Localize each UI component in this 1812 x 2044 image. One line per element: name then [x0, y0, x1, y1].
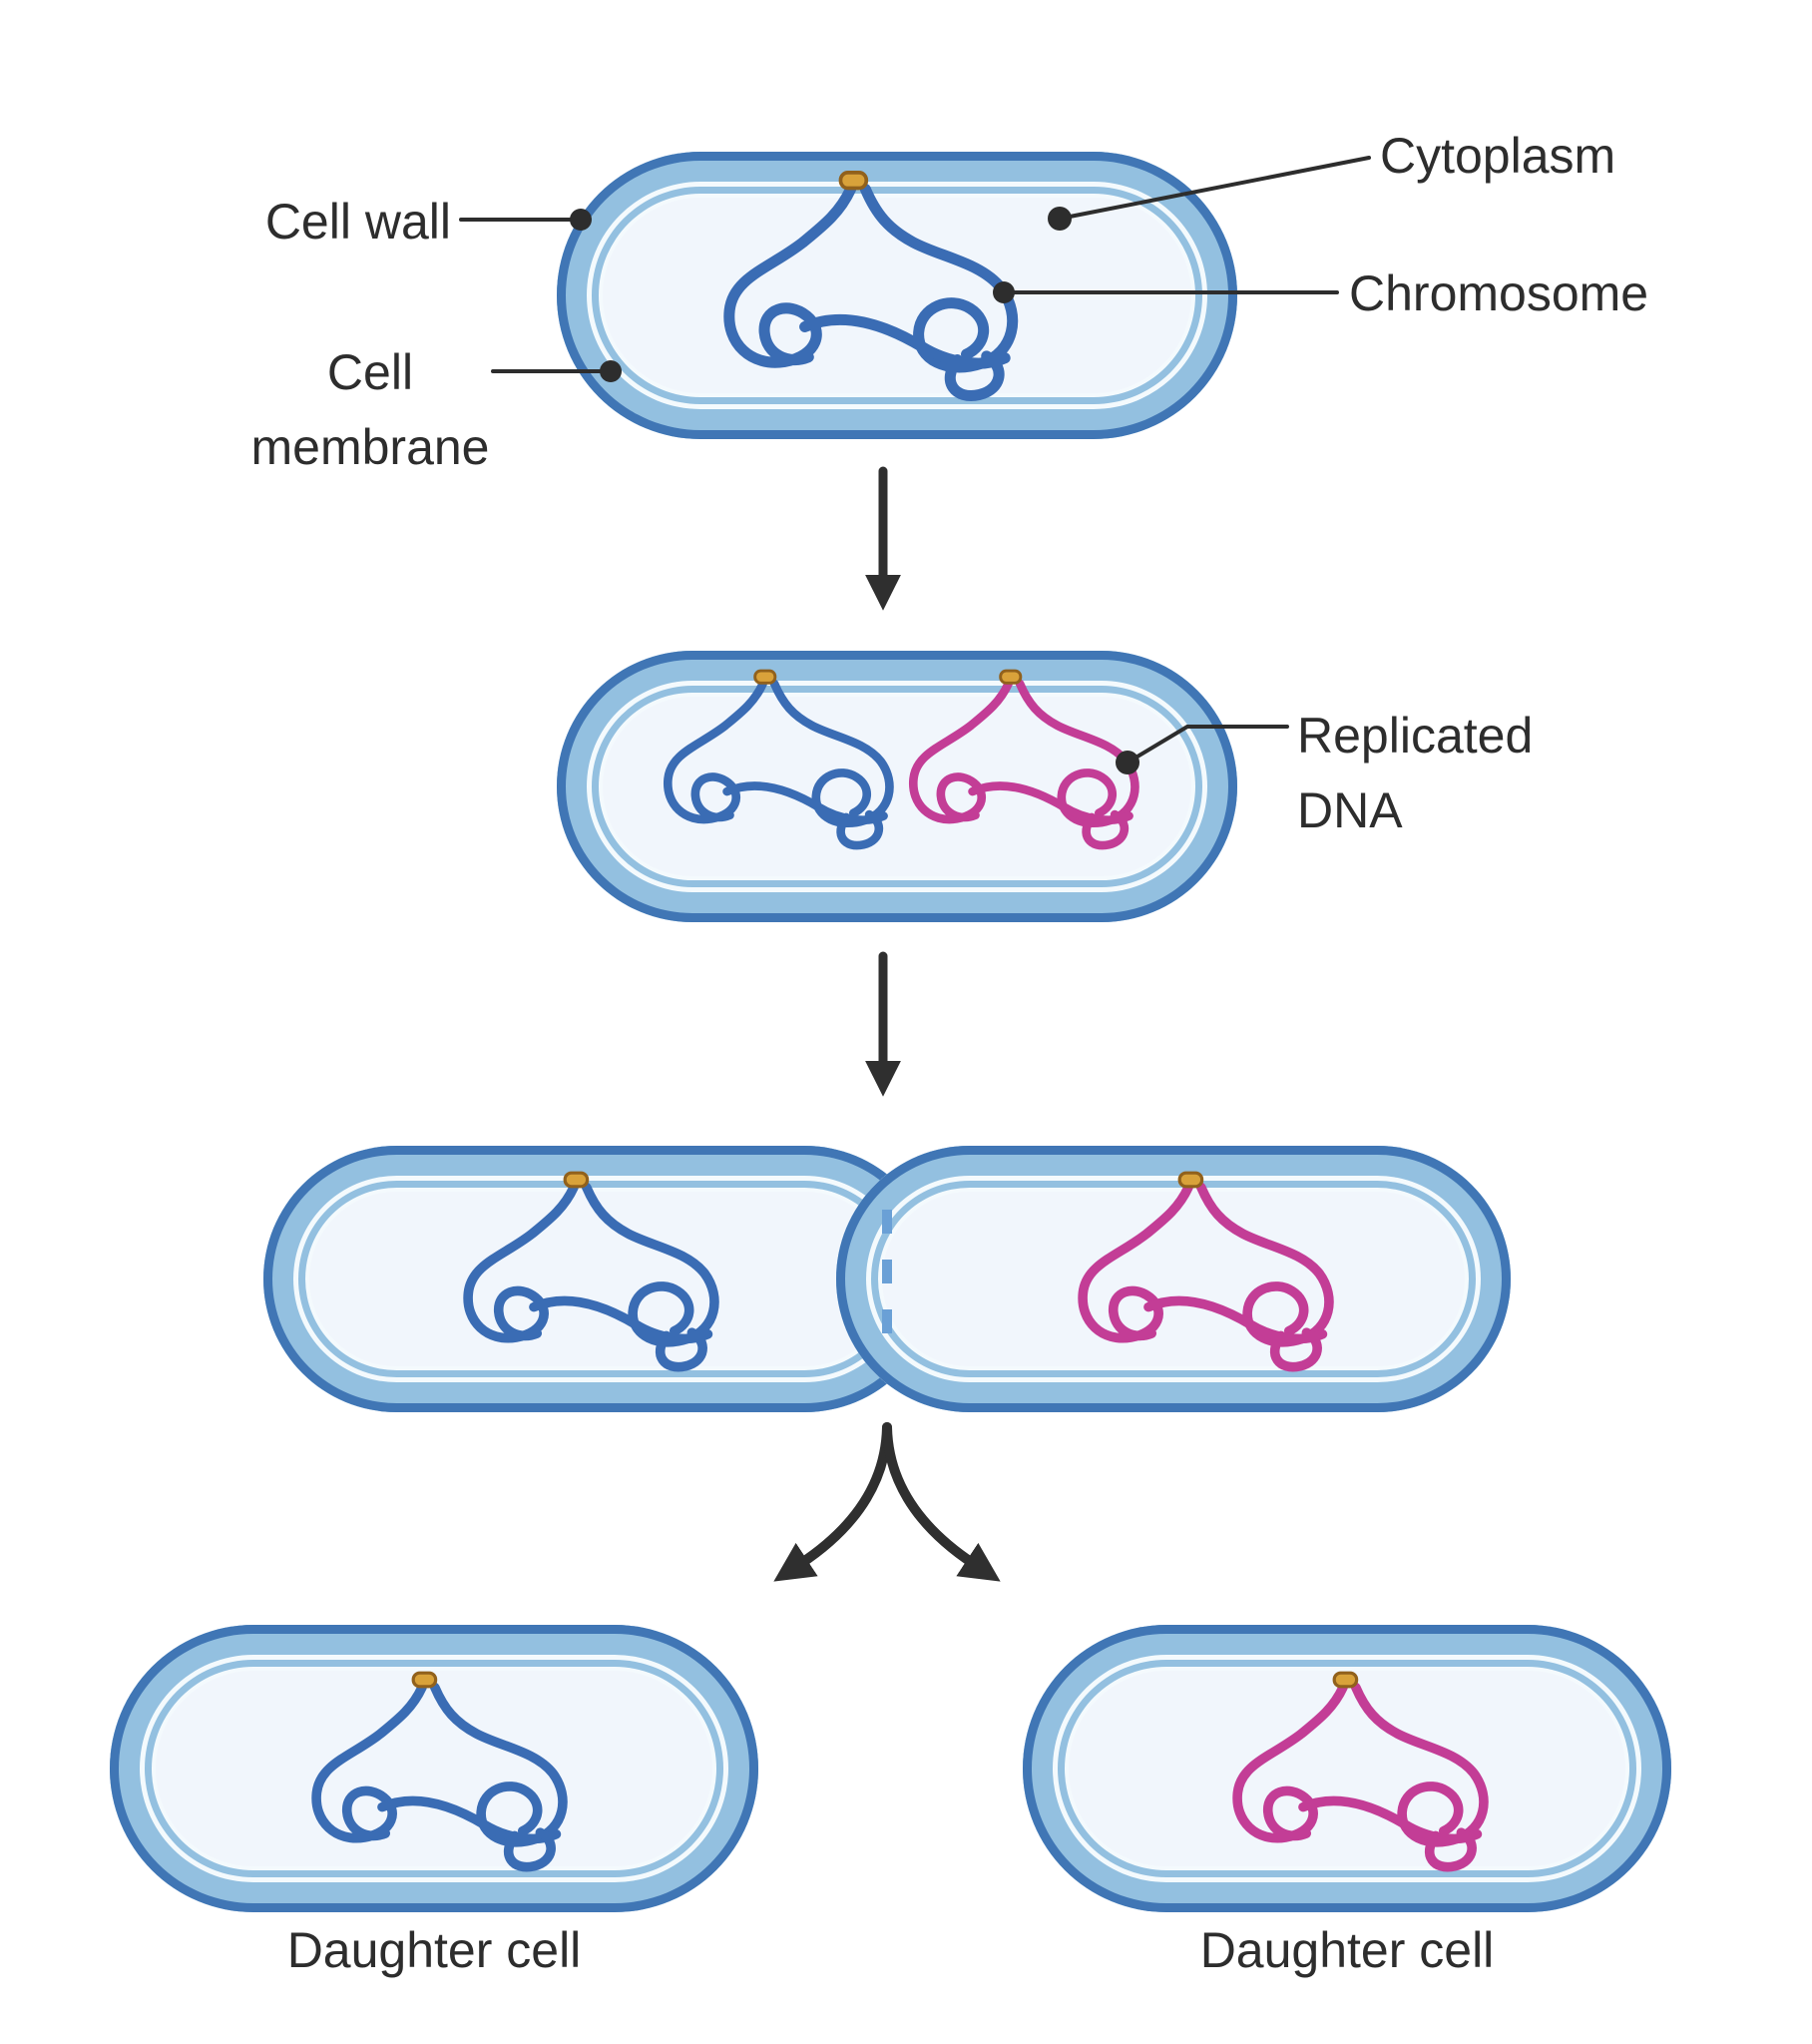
replicated-dna-label-line1: Replicated [1297, 708, 1534, 764]
replicated-dna-label: Replicated DNA [1297, 699, 1533, 848]
parent-cell [557, 152, 1237, 439]
daughter-cell-left-label: Daughter cell [286, 1922, 582, 1978]
cell-membrane-label-line1: Cell [326, 344, 414, 400]
cell-wall-label: Cell wall [264, 194, 451, 250]
daughter-cell-left [110, 1625, 758, 1912]
daughter-cell-right-label: Daughter cell [1199, 1922, 1495, 1978]
chromosome-label: Chromosome [1349, 265, 1649, 321]
cell-membrane-label: Cell membrane [221, 335, 520, 485]
fork-arrow-right-icon [882, 1422, 1001, 1582]
replicating-cell [557, 651, 1237, 922]
fork-arrow-left-icon [773, 1422, 892, 1582]
cytoplasm-label: Cytoplasm [1380, 128, 1616, 184]
dividing-cell-right-half [836, 1146, 1511, 1412]
daughter-cell-right [1023, 1625, 1671, 1912]
replicated-dna-label-line2: DNA [1297, 782, 1403, 838]
cell-membrane-label-line2: membrane [250, 419, 490, 475]
